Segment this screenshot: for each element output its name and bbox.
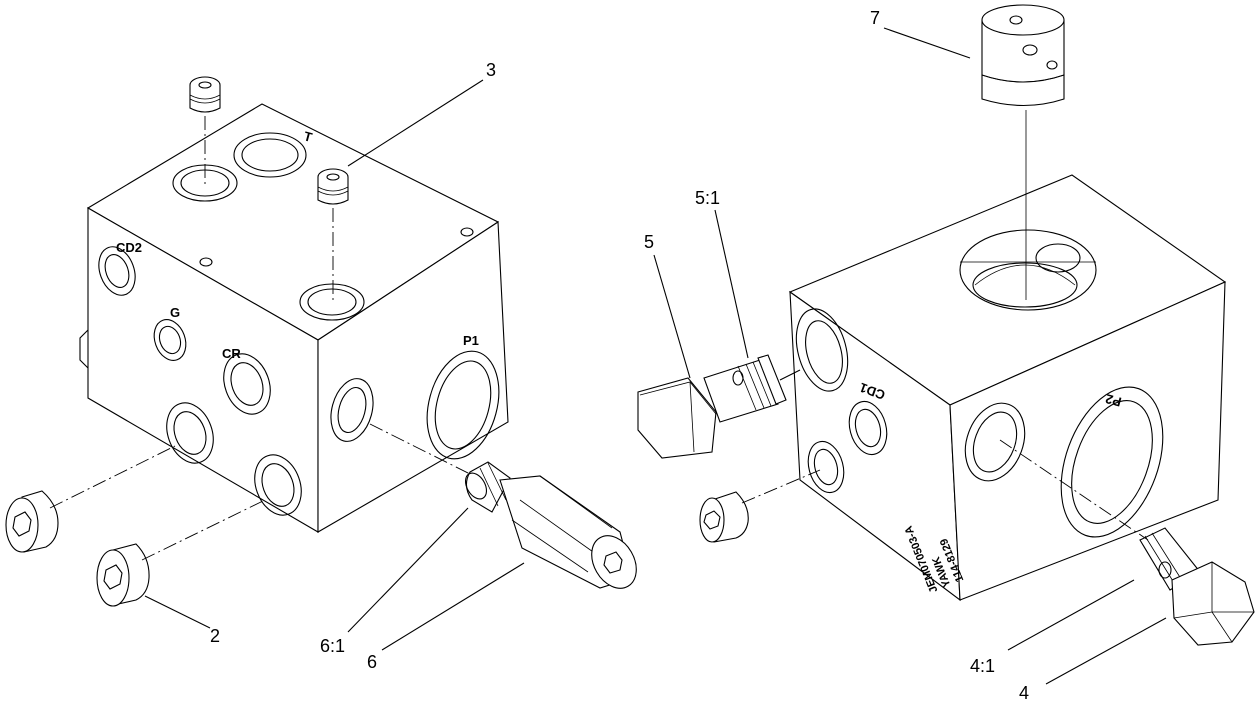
- port-g-opening: [153, 319, 187, 361]
- port-label-g: G: [170, 305, 180, 320]
- callout-label-4-1: 4:1: [970, 656, 995, 676]
- callout-5-1: 5:1: [695, 188, 749, 359]
- port-label-cr: CR: [222, 346, 241, 361]
- callout-7: 7: [870, 8, 971, 59]
- port-label-t: T: [302, 128, 314, 145]
- centerline: [369, 423, 473, 476]
- callout-label-6: 6: [367, 652, 377, 672]
- plug-top-left: [189, 76, 221, 113]
- cartridge-valve-4: [999, 439, 1255, 646]
- plug-lower-1: [5, 490, 59, 553]
- left-manifold-block: T CD2 G CR P1: [79, 103, 509, 533]
- centerline: [141, 499, 266, 561]
- callout-6: 6: [367, 562, 525, 672]
- callout-4-1: 4:1: [970, 579, 1135, 676]
- port-t-opening: [233, 132, 307, 178]
- cartridge-cavity-5: [795, 308, 849, 392]
- cylinder-part-7: [981, 4, 1065, 107]
- callout-label-3: 3: [486, 60, 496, 80]
- lower-port-right: [254, 454, 302, 516]
- port-label-cd2: CD2: [116, 240, 142, 255]
- callout-label-5-1: 5:1: [695, 188, 720, 208]
- callout-6-1: 6:1: [320, 507, 469, 656]
- mounting-hole: [460, 227, 474, 237]
- centerline: [741, 469, 821, 504]
- port-p1-opening: [426, 350, 500, 460]
- callout-5: 5: [644, 232, 691, 379]
- callout-label-4: 4: [1019, 683, 1029, 703]
- callout-4: 4: [1019, 617, 1167, 703]
- lower-port-left: [166, 402, 214, 464]
- plug-port-right-block: [807, 440, 845, 494]
- top-plug-port-right: [299, 283, 365, 321]
- cartridge-valve-5: [637, 354, 801, 459]
- plug-top-right: [317, 168, 349, 205]
- port-cd2-opening: [98, 246, 136, 296]
- port-p2-opening: [1060, 386, 1164, 538]
- valve-cavity-7: [959, 229, 1097, 311]
- callout-label-6-1: 6:1: [320, 636, 345, 656]
- centerline: [49, 445, 176, 509]
- callout-label-2: 2: [210, 626, 220, 646]
- callout-2: 2: [144, 595, 220, 646]
- plug-lower-2: [96, 543, 150, 607]
- cartridge-cavity-6: [330, 378, 374, 442]
- mounting-hole: [199, 257, 213, 267]
- plug-right-block: [699, 491, 749, 543]
- port-cr-opening: [223, 353, 271, 415]
- cartridge-cavity-4: [964, 402, 1026, 482]
- port-cd1-opening: [848, 400, 888, 456]
- callout-3: 3: [347, 60, 496, 167]
- callout-label-5: 5: [644, 232, 654, 252]
- port-label-p1: P1: [463, 333, 479, 348]
- callout-label-7: 7: [870, 8, 880, 28]
- cartridge-valve-6: [464, 461, 637, 589]
- port-label-p2: P2: [1104, 391, 1123, 410]
